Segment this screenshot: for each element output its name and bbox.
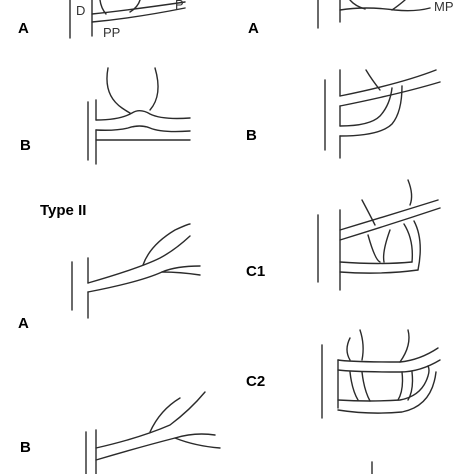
vessel-drawing (339, 81, 441, 107)
vessel-drawing (391, 0, 406, 11)
right-panel-c1: C1 (246, 179, 441, 291)
vessel-drawing (349, 0, 366, 10)
panel-label: C1 (246, 263, 265, 280)
vessel-drawing (339, 269, 419, 274)
left-panel-a-bottom: A (18, 223, 201, 332)
vessel-drawing (149, 67, 159, 111)
vessel-drawing (403, 223, 414, 263)
vessel-drawing (99, 0, 107, 15)
vessel-drawing (106, 67, 131, 114)
panel-label: B (246, 127, 257, 144)
vessel-drawing (339, 69, 437, 97)
panel-label: B (20, 439, 31, 456)
vessel-drawing (339, 261, 413, 265)
vessel-drawing (346, 337, 351, 361)
vessel-drawing (382, 229, 391, 263)
vessel-drawing (95, 110, 191, 121)
vessel-drawing (87, 265, 201, 293)
vessel-drawing (95, 125, 191, 133)
vessel-drawing (91, 7, 186, 23)
vessel-drawing (149, 397, 181, 433)
right-panel-c2: C2 (246, 329, 441, 419)
vessel-drawing (129, 0, 141, 13)
left-panel-b-bottom: B (20, 391, 221, 474)
type-heading: Type II (40, 202, 86, 219)
vessel-drawing (361, 199, 376, 226)
vessel-drawing (339, 199, 439, 231)
vessel-drawing (361, 371, 371, 402)
vessel-drawing (413, 220, 421, 271)
right-panel-b: B (246, 69, 441, 159)
left-panel-b: B (20, 67, 191, 165)
vessel-drawing (337, 371, 437, 414)
panel-label: A (18, 315, 29, 332)
vessel-drawing (339, 85, 403, 137)
vessel-drawing (174, 437, 221, 449)
vessel-drawing (95, 433, 216, 461)
vessel-drawing (349, 371, 359, 401)
vessel-drawing (399, 329, 410, 363)
vessel-drawing (142, 223, 191, 266)
annotation-p: P (175, 0, 184, 12)
vessel-drawing (87, 235, 191, 284)
vessel-drawing (367, 234, 381, 263)
vessel-drawing (339, 87, 393, 127)
panel-label: C2 (246, 373, 265, 390)
vessel-drawing (365, 69, 381, 91)
right-panel-a: A MP (248, 0, 454, 37)
annotation-pp: PP (103, 25, 120, 40)
vessel-drawing (339, 207, 441, 241)
annotation-mp: MP (434, 0, 454, 14)
vessel-drawing (359, 329, 364, 361)
vessel-drawing (407, 179, 413, 206)
annotation-d: D (76, 3, 85, 18)
vessel-drawing (407, 371, 414, 401)
panel-label: B (20, 137, 31, 154)
panel-label: A (248, 20, 259, 37)
left-panel-a-top: A D PP P (18, 0, 186, 40)
vessel-drawing (339, 7, 431, 12)
vessel-drawing (397, 371, 404, 401)
panel-label: A (18, 20, 29, 37)
vessel-drawing (337, 347, 439, 363)
vessel-drawing (95, 391, 206, 449)
vessel-drawing (161, 271, 201, 276)
